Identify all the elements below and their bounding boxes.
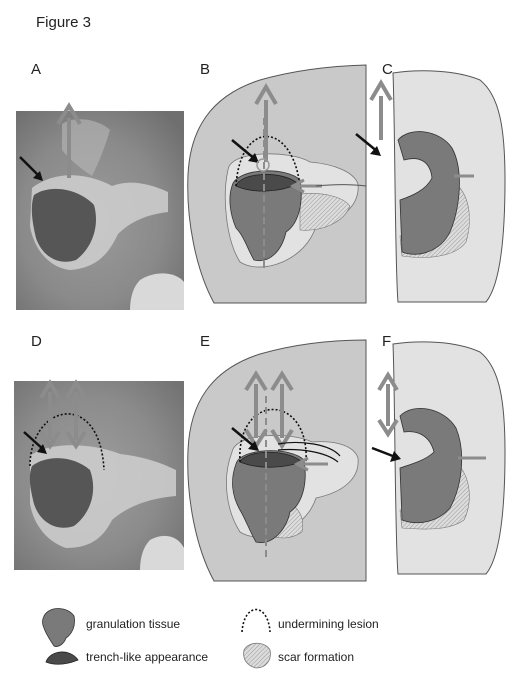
- diagram-panel-b: [188, 65, 366, 303]
- panel-label-c: C: [382, 61, 393, 78]
- diagram-panel-f: [372, 342, 505, 574]
- legend-label-scar: scar formation: [278, 650, 354, 664]
- granulation-swatch-icon: [43, 608, 75, 646]
- legend-item-granulation: granulation tissue: [43, 608, 181, 646]
- scar-hatch-icon: [244, 643, 271, 668]
- panel-label-a: A: [31, 61, 41, 78]
- photo-panel-d: [14, 381, 184, 570]
- panel-label-d: D: [31, 333, 42, 350]
- panel-label-e: E: [200, 333, 210, 350]
- photo-panel-a: [16, 106, 184, 310]
- legend-item-scar: scar formation: [244, 643, 354, 668]
- trench-swatch-icon: [46, 652, 78, 664]
- undermining-dotted-icon: [242, 610, 270, 633]
- legend-item-trench: trench-like appearance: [46, 650, 208, 664]
- legend: granulation tissue trench-like appearanc…: [43, 608, 379, 668]
- panel-label-f: F: [382, 333, 391, 350]
- legend-item-undermining: undermining lesion: [242, 610, 379, 633]
- legend-label-granulation: granulation tissue: [86, 617, 180, 631]
- figure-title: Figure 3: [36, 14, 91, 31]
- diagram-panel-c: [356, 71, 505, 302]
- legend-label-undermining: undermining lesion: [278, 617, 379, 631]
- legend-label-trench: trench-like appearance: [86, 650, 208, 664]
- panel-label-b: B: [200, 61, 210, 78]
- diagram-panel-e: [188, 340, 366, 581]
